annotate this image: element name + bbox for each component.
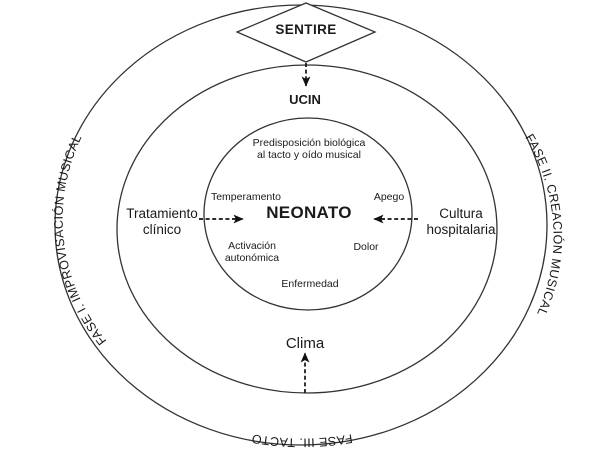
middle-ring	[116, 64, 498, 394]
attribute-enfermedad: Enfermedad	[281, 278, 339, 290]
ucin-label: UCIN	[289, 92, 321, 107]
clima-label: Clima	[285, 335, 325, 352]
arc-label-fase-i: FASE I. IMPROVISACIÓN MUSICAL	[51, 132, 109, 348]
attribute-dolor: Dolor	[353, 241, 379, 253]
sentire-title: SENTIRE	[275, 22, 337, 37]
attribute-temperamento: Temperamento	[210, 191, 282, 203]
neonato-center-label: NEONATO	[266, 203, 352, 222]
arc-label-fase-iii: FASE III. TACTO	[251, 431, 354, 449]
attribute-apego: Apego	[373, 191, 405, 203]
activacion-line-1: Activación	[228, 240, 276, 252]
inner-ring	[203, 117, 413, 311]
activacion-line-2: autonómica	[224, 252, 280, 265]
attribute-activacion-autonomica: Activación autonómica	[209, 240, 295, 265]
predisposicion-line-2: al tacto y oído musical	[257, 149, 361, 162]
predisposicion-line-1: Predisposición biológica	[252, 137, 366, 149]
cultura-hospitalaria-label: Cultura hospitalaria	[426, 206, 496, 237]
tratamiento-clinico-label: Tratamiento clínico	[126, 206, 198, 237]
attribute-predisposicion-biologica: Predisposición biológica al tacto y oído…	[228, 137, 390, 162]
sentire-diamond	[235, 2, 377, 63]
arc-label-fase-ii: FASE II. CREACIÓN MUSICAL	[522, 132, 565, 319]
